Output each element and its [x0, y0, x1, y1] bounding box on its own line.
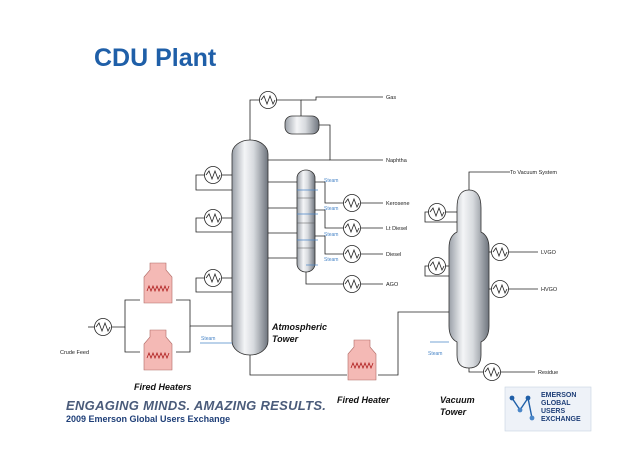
steam-label: Steam [324, 206, 338, 212]
heat-exchanger-icon [343, 275, 361, 293]
heat-exchanger-icon [428, 257, 446, 275]
atmospheric-tower [231, 139, 269, 356]
heat-exchanger-icon [259, 91, 277, 109]
heat-exchanger-icon [483, 363, 501, 381]
heat-exchanger-icon [491, 243, 509, 261]
stream-label-gas: Gas [386, 95, 396, 101]
heat-exchanger-icon [204, 209, 222, 227]
vacuum-tower [448, 189, 490, 369]
footer: ENGAGING MINDS. AMAZING RESULTS. 2009 Em… [66, 398, 326, 424]
stream-label-ago: AGO [386, 282, 399, 288]
heat-exchanger-icon [204, 166, 222, 184]
logo-line-3: USERS [541, 408, 566, 415]
steam-lines [200, 189, 449, 344]
heat-exchanger-icon [204, 269, 222, 287]
stream-label-naphtha: Naphtha [386, 158, 408, 164]
stream-label-diesel: Diesel [386, 252, 401, 258]
piping [88, 96, 538, 376]
logo-line-2: GLOBAL [541, 400, 571, 407]
heat-exchanger-icon [94, 318, 112, 336]
fired-heater-icon [347, 339, 377, 381]
logo-line-1: EMERSON [541, 392, 577, 399]
steam-label: Steam [428, 351, 442, 357]
steam-label: Steam [201, 336, 215, 342]
fired-heater-label: Fired Heater [337, 395, 390, 405]
fired-heaters-label: Fired Heaters [134, 382, 192, 392]
steam-label: Steam [324, 178, 338, 184]
stream-label-crude-feed: Crude Feed [60, 350, 89, 356]
stream-label-residue: Residue [538, 370, 558, 376]
atmospheric-tower-label-2: Tower [272, 334, 299, 344]
logo-wordmark: EMERSON GLOBAL USERS EXCHANGE [541, 392, 581, 424]
heat-exchanger-icon [343, 219, 361, 237]
page-title: CDU Plant [94, 44, 217, 72]
stream-label-hvgo: HVGO [541, 287, 558, 293]
emerson-logo-icon [504, 386, 592, 432]
heat-exchanger-icon [428, 203, 446, 221]
stream-label-lvgo: LVGO [541, 250, 557, 256]
heat-exchanger-icon [343, 194, 361, 212]
logo-line-4: EXCHANGE [541, 416, 581, 423]
fired-heater-icon [143, 262, 173, 304]
atmospheric-tower-label: Atmospheric [271, 322, 327, 332]
stream-label-kerosene: Kerosene [386, 201, 410, 207]
side-stripper-column [296, 169, 316, 273]
stream-label-lt-diesel: Lt Diesel [386, 226, 407, 232]
vacuum-tower-label-2: Tower [440, 407, 467, 417]
reflux-drum [284, 115, 320, 135]
heat-exchanger-icon [343, 245, 361, 263]
heat-exchanger-icon [491, 280, 509, 298]
footer-event: 2009 Emerson Global Users Exchange [66, 414, 231, 424]
vacuum-tower-label: Vacuum [440, 395, 475, 405]
stream-label-to-vacuum: To Vacuum System [510, 170, 557, 176]
footer-tagline: ENGAGING MINDS. AMAZING RESULTS. [66, 398, 327, 413]
fired-heater-icon [143, 329, 173, 371]
steam-label: Steam [324, 257, 338, 263]
steam-label: Steam [324, 232, 338, 238]
